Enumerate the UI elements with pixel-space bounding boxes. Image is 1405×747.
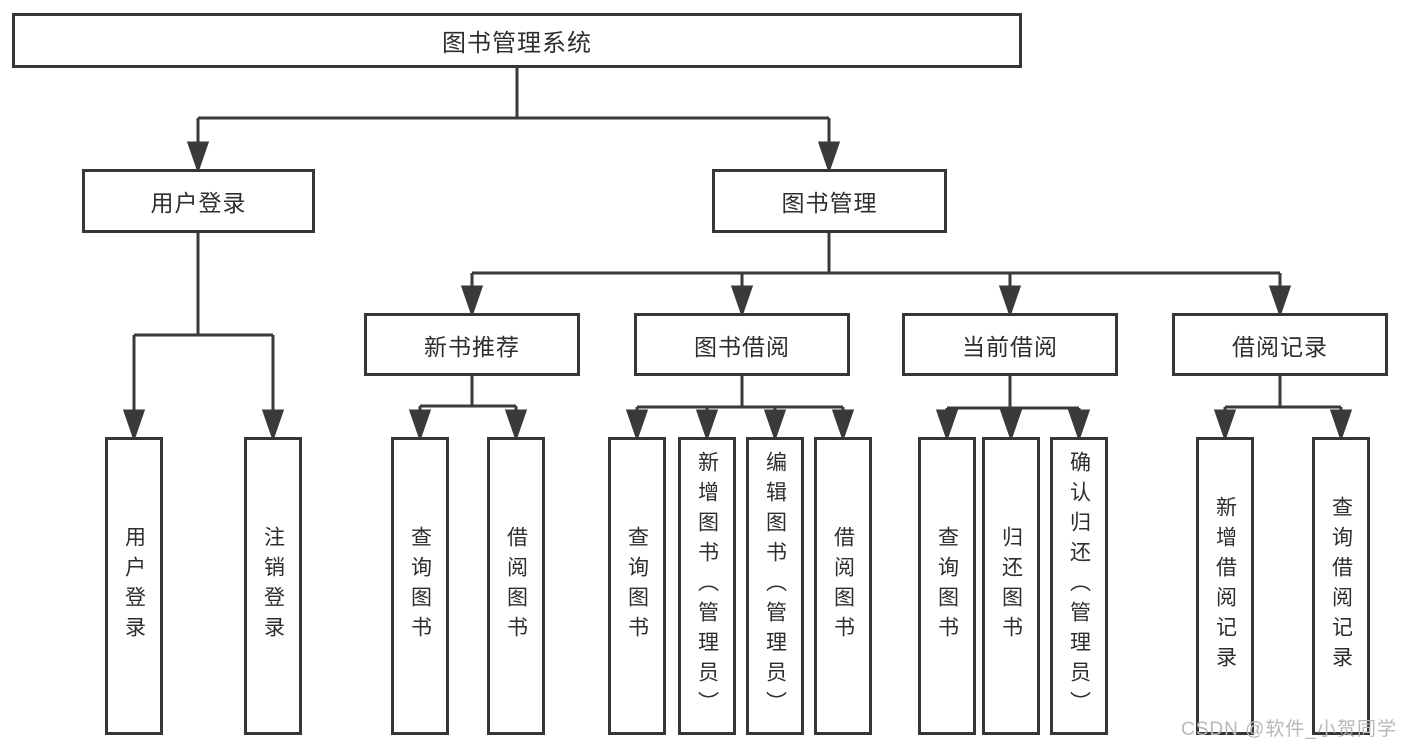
arrowhead-icon (408, 409, 432, 442)
leaf-borrow-book-2: 借阅图书 (814, 437, 872, 735)
node-user-login: 用户登录 (82, 169, 315, 233)
connector-book-management-to-level3 (460, 233, 1292, 318)
arrowhead-icon (999, 409, 1023, 442)
arrowhead-icon (1067, 409, 1091, 442)
arrowhead-icon (261, 409, 285, 442)
leaf-label: 注销登录 (261, 526, 285, 646)
leaf-return-book: 归还图书 (982, 437, 1040, 735)
connector-user-login-to-leaves (122, 233, 285, 442)
leaf-label: 编辑图书（管理员） (763, 451, 787, 721)
leaf-confirm-return-admin: 确认归还（管理员） (1050, 437, 1108, 735)
connector-current-borrow-to-leaves (935, 376, 1091, 442)
leaf-label: 归还图书 (999, 526, 1023, 646)
leaf-query-borrow-record: 查询借阅记录 (1312, 437, 1370, 735)
connector-book-borrow-to-leaves (625, 376, 855, 442)
node-borrow-record: 借阅记录 (1172, 313, 1388, 376)
arrowhead-icon (122, 409, 146, 442)
arrowhead-icon (763, 409, 787, 442)
leaf-label: 新增借阅记录 (1213, 496, 1237, 676)
node-current-borrow: 当前借阅 (902, 313, 1118, 376)
leaf-label: 查询图书 (408, 526, 432, 646)
arrowhead-icon (730, 285, 754, 318)
arrowhead-icon (1213, 409, 1237, 442)
leaf-label: 查询图书 (625, 526, 649, 646)
leaf-label: 新增图书（管理员） (695, 451, 719, 721)
arrowhead-icon (695, 409, 719, 442)
leaf-query-book-2: 查询图书 (608, 437, 666, 735)
node-book-borrow: 图书借阅 (634, 313, 850, 376)
leaf-user-login: 用户登录 (105, 437, 163, 735)
arrowhead-icon (1329, 409, 1353, 442)
arrowhead-icon (186, 141, 210, 174)
arrowhead-icon (935, 409, 959, 442)
arrowhead-icon (998, 285, 1022, 318)
arrowhead-icon (460, 285, 484, 318)
connector-borrow-record-to-leaves (1213, 376, 1353, 442)
leaf-edit-book-admin: 编辑图书（管理员） (746, 437, 804, 735)
arrowhead-icon (1268, 285, 1292, 318)
connector-root-to-level2 (186, 68, 841, 174)
leaf-add-book-admin: 新增图书（管理员） (678, 437, 736, 735)
leaf-logout: 注销登录 (244, 437, 302, 735)
arrowhead-icon (504, 409, 528, 442)
leaf-label: 用户登录 (122, 526, 146, 646)
connector-new-book-to-leaves (408, 376, 528, 442)
leaf-query-book-1: 查询图书 (391, 437, 449, 735)
leaf-add-borrow-record: 新增借阅记录 (1196, 437, 1254, 735)
leaf-label: 查询图书 (935, 526, 959, 646)
leaf-label: 借阅图书 (504, 526, 528, 646)
leaf-borrow-book-1: 借阅图书 (487, 437, 545, 735)
node-new-book-recommend: 新书推荐 (364, 313, 580, 376)
node-root-system: 图书管理系统 (12, 13, 1022, 68)
leaf-label: 借阅图书 (831, 526, 855, 646)
leaf-query-book-3: 查询图书 (918, 437, 976, 735)
arrowhead-icon (817, 141, 841, 174)
arrowhead-icon (625, 409, 649, 442)
node-book-management: 图书管理 (712, 169, 947, 233)
leaf-label: 查询借阅记录 (1329, 496, 1353, 676)
leaf-label: 确认归还（管理员） (1067, 451, 1091, 721)
arrowhead-icon (831, 409, 855, 442)
